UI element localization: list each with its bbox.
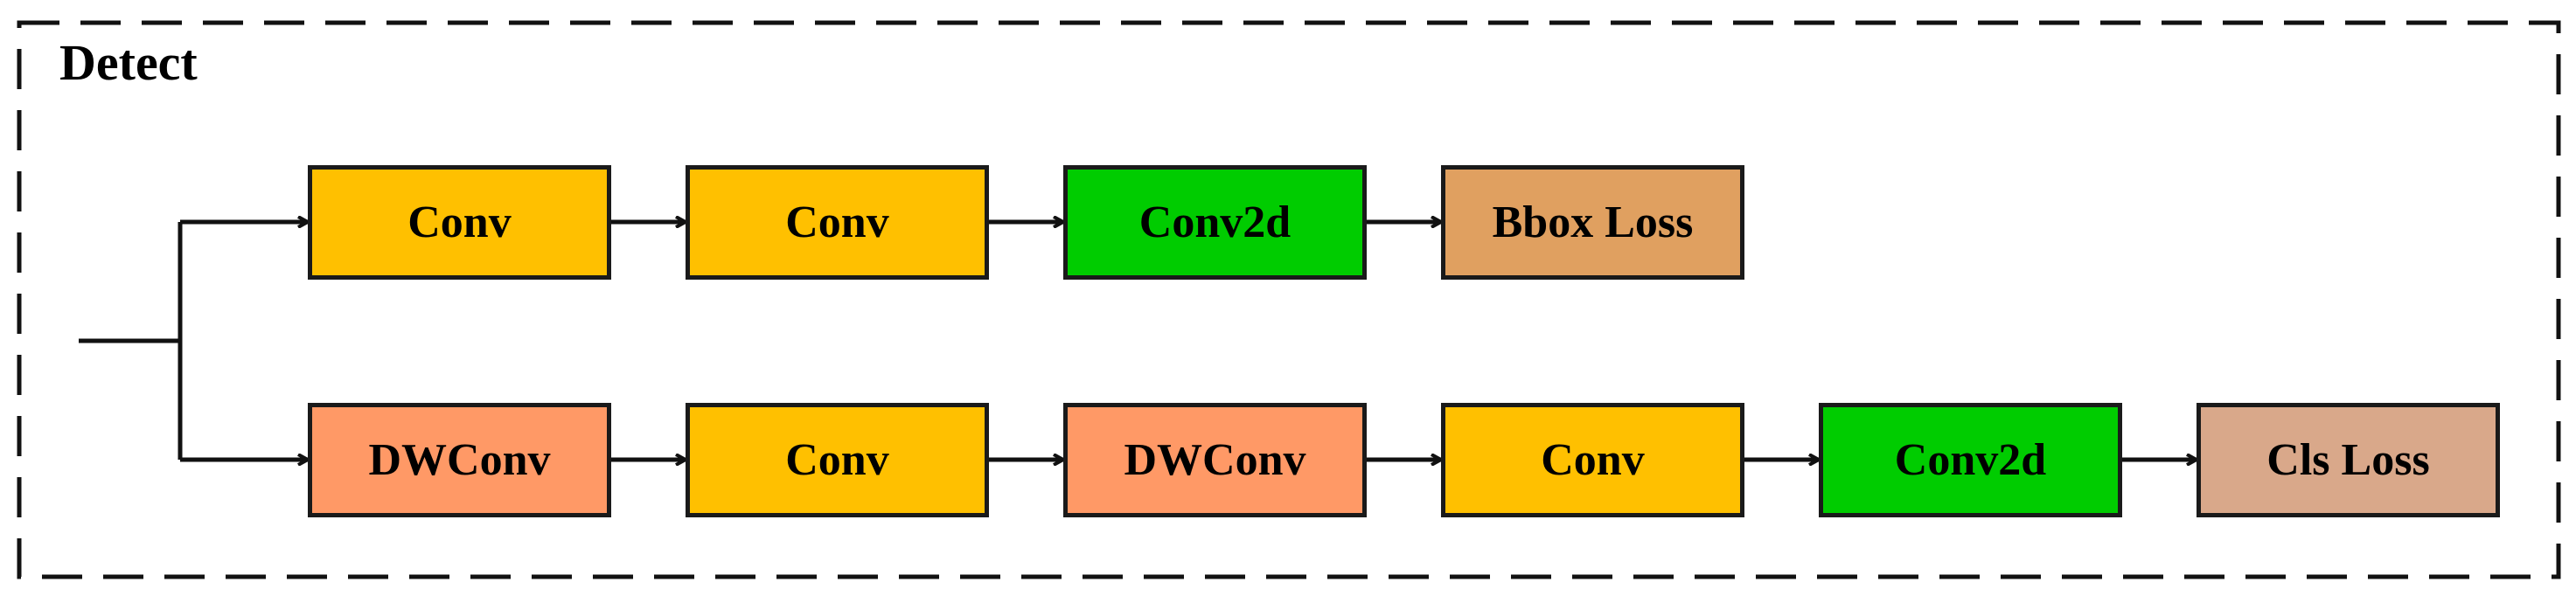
cls-loss-block: Cls Loss [2197, 403, 2500, 517]
bottom-conv-block-1: Conv [686, 403, 989, 517]
bottom-dwconv-block-2: DWConv [1063, 403, 1367, 517]
detect-title: Detect [59, 34, 198, 91]
bottom-conv2d-block: Conv2d [1819, 403, 2122, 517]
top-conv-block-1: Conv [308, 165, 611, 280]
bbox-loss-block: Bbox Loss [1441, 165, 1744, 280]
bottom-conv-block-2: Conv [1441, 403, 1744, 517]
connectors [79, 222, 2197, 460]
detect-frame [17, 20, 2561, 579]
top-conv2d-block: Conv2d [1063, 165, 1367, 280]
top-conv-block-2: Conv [686, 165, 989, 280]
bottom-dwconv-block-1: DWConv [308, 403, 611, 517]
